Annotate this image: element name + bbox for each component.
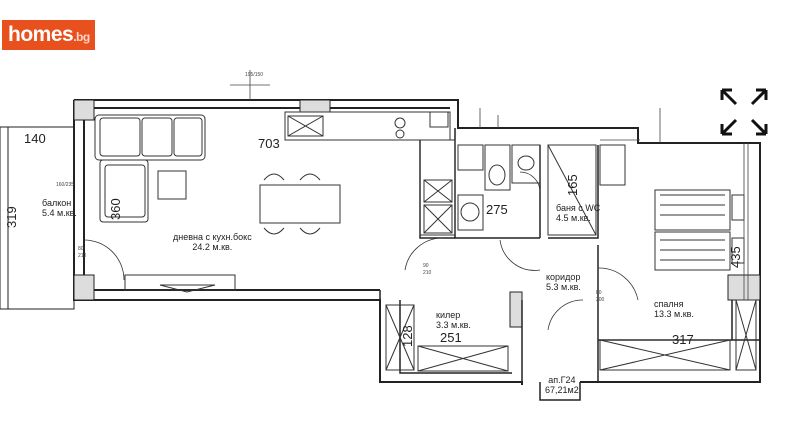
logo-text: homes	[8, 23, 74, 46]
door-swings	[83, 171, 639, 331]
dim-360: 360	[108, 198, 123, 220]
door-label-a2: 210	[78, 253, 87, 259]
dim-435: 435	[728, 246, 743, 268]
corridor-label: коридор 5.3 м.кв.	[546, 272, 581, 292]
apartment-name: ап.Г24	[548, 375, 576, 385]
window-marks	[230, 70, 749, 300]
dining-table	[259, 173, 341, 235]
apartment-area: 67,21м2	[545, 385, 579, 395]
wall-columns	[73, 99, 761, 328]
door-label-c2: 200	[596, 297, 605, 303]
storage-label: килер 3.3 м.кв.	[436, 310, 471, 330]
balcony-name: балкон	[42, 198, 72, 208]
door-label-a1: 80	[78, 246, 84, 252]
dim-319: 319	[4, 206, 19, 228]
beds	[654, 189, 745, 271]
door-label-b1: 90	[423, 263, 429, 269]
corridor-area: 5.3 м.кв.	[546, 282, 581, 292]
dim-165: 165	[565, 174, 580, 196]
logo-suffix: .bg	[73, 30, 90, 44]
dim-703: 703	[258, 136, 280, 151]
apartment-label: ап.Г24 67,21м2	[545, 375, 579, 395]
balcony-label: балкон 5.4 м.кв.	[42, 198, 77, 218]
bathroom-area: 4.5 м.кв.	[556, 213, 591, 223]
bathroom-label: баня с WC 4.5 м.кв.	[556, 203, 600, 223]
bedroom-name: спалня	[654, 299, 684, 309]
door-label-b2: 210	[423, 270, 432, 276]
kitchen-counter	[284, 111, 456, 236]
dim-317: 317	[672, 332, 694, 347]
expand-icon[interactable]	[718, 86, 770, 138]
door-label-c1: 80	[596, 290, 602, 296]
corridor-name: коридор	[546, 272, 581, 282]
storage-name: килер	[436, 310, 461, 320]
living-label: дневна с кухн.бокс 24.2 м.кв.	[173, 232, 252, 252]
dim-128: 128	[400, 325, 415, 347]
window-balcony-label: 160/235	[56, 182, 75, 188]
bedroom-area: 13.3 м.кв.	[654, 309, 694, 319]
tv-unit	[124, 274, 236, 293]
coffee-table	[157, 170, 187, 200]
wardrobes	[385, 144, 757, 372]
storage-area: 3.3 м.кв.	[436, 320, 471, 330]
inner-walls	[379, 128, 760, 401]
bathroom-fixtures	[457, 144, 597, 236]
sofa	[94, 114, 206, 223]
balcony-area: 5.4 м.кв.	[42, 208, 77, 218]
dim-275: 275	[486, 202, 508, 217]
dim-251: 251	[440, 330, 462, 345]
expand-arrows-icon	[720, 88, 768, 136]
bathroom-name: баня с WC	[556, 203, 601, 213]
dim-140: 140	[24, 131, 46, 146]
living-area: 24.2 м.кв.	[192, 242, 233, 252]
living-name: дневна с кухн.бокс	[173, 232, 252, 242]
window-top-label: 195/150	[245, 72, 264, 78]
homes-logo[interactable]: homes.bg	[2, 20, 95, 50]
bedroom-label: спалня 13.3 м.кв.	[654, 299, 694, 319]
